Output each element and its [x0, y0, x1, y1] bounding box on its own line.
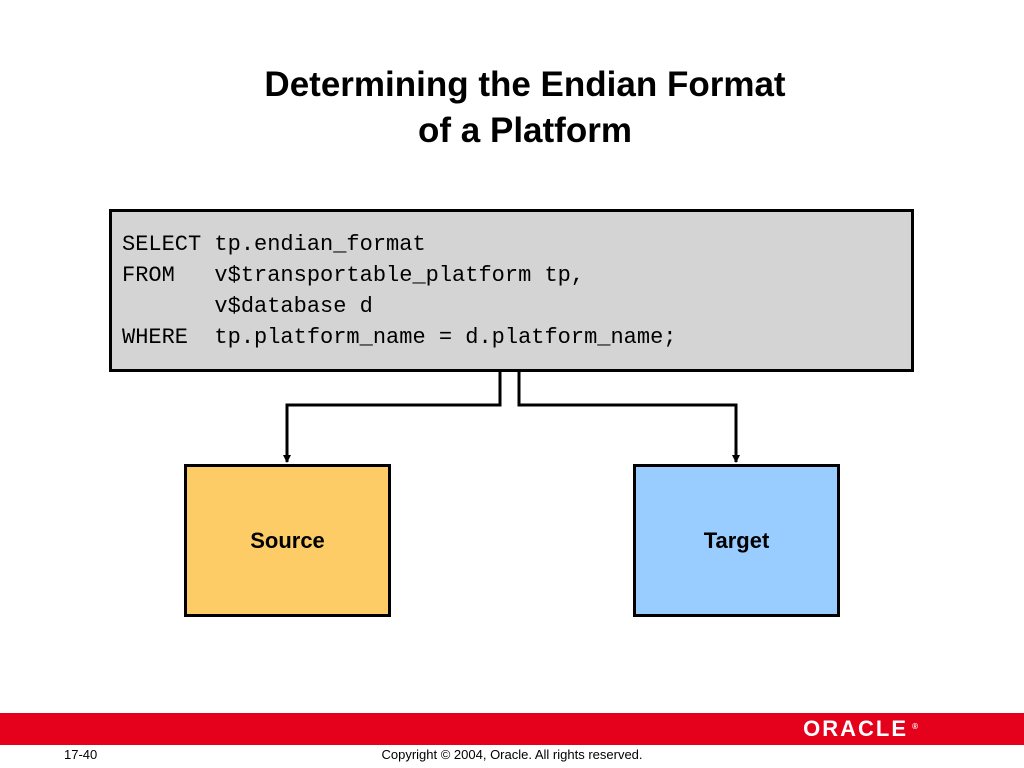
oracle-logo: ORACLE ®: [803, 716, 918, 742]
code-line-from: FROM v$transportable_platform tp,: [122, 263, 585, 288]
copyright-notice: Copyright © 2004, Oracle. All rights res…: [381, 747, 643, 762]
connector-to-source: [283, 372, 502, 463]
code-line-database: v$database d: [122, 294, 373, 319]
code-line-where: WHERE tp.platform_name = d.platform_name…: [122, 325, 677, 350]
connector-to-target: [517, 372, 740, 463]
source-box: Source: [184, 464, 391, 617]
target-box: Target: [633, 464, 840, 617]
slide-number: 17-40: [64, 747, 98, 762]
sql-code-box: SELECT tp.endian_format FROM v$transport…: [109, 209, 914, 372]
code-line-select: SELECT tp.endian_format: [122, 232, 426, 257]
trademark-symbol: ®: [912, 722, 918, 731]
target-label: Target: [703, 527, 770, 553]
source-label: Source: [250, 527, 325, 553]
slide-title: Determining the Endian Format of a Platf…: [0, 62, 1024, 154]
oracle-logo-text: ORACLE: [803, 716, 908, 741]
footer-bar: ORACLE ®: [0, 713, 1024, 745]
slide-title-line-2: of a Platform: [418, 111, 632, 150]
slide-title-line-1: Determining the Endian Format: [264, 65, 786, 104]
